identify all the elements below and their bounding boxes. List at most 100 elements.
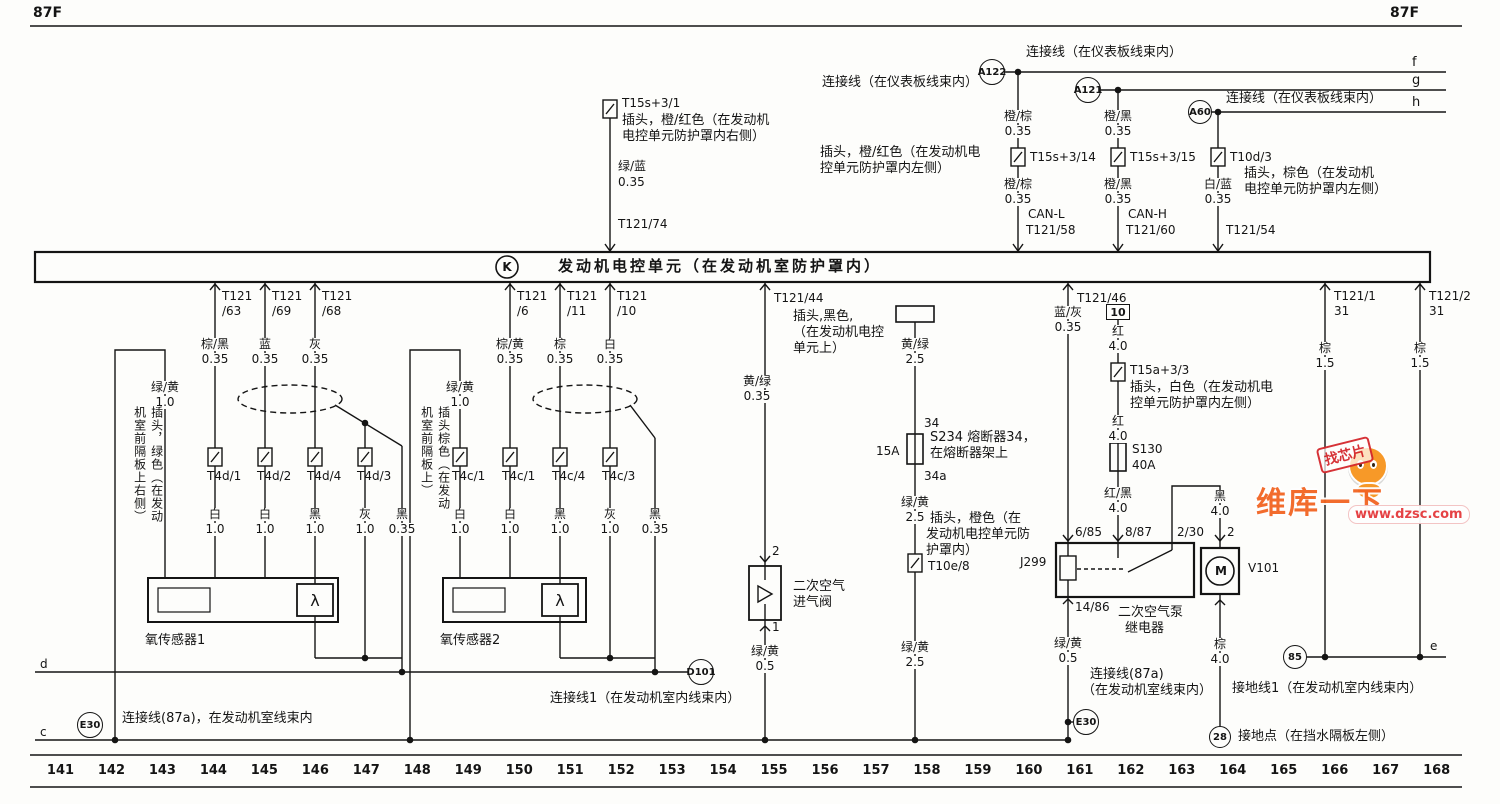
wire-color-label: 绿/黄	[749, 644, 781, 658]
wire-size-label: 0.35	[1003, 192, 1033, 206]
component-name: 二次空气泵	[1118, 605, 1184, 620]
track-number: 148	[403, 763, 431, 778]
track-number: 161	[1066, 763, 1094, 778]
component-name: 进气阀	[793, 595, 833, 610]
component-name: 二次空气	[793, 579, 846, 594]
link-wire-label: （在发动机室线束内）	[1082, 683, 1213, 698]
fuse-s234-wiring	[895, 305, 935, 740]
component-name: 继电器	[1125, 621, 1165, 636]
connector-a121: A121	[1074, 77, 1102, 103]
plug-desc: 发动机电控单元防	[926, 527, 1031, 542]
wire-color-label: 黄/绿	[741, 374, 773, 388]
track-number: 155	[760, 763, 788, 778]
wire-size-label: 0.35	[1203, 192, 1233, 206]
wire-color-label: 白	[207, 507, 223, 521]
connector-label: T4d/1	[207, 469, 242, 483]
track-number: 156	[811, 763, 839, 778]
wire-size-label: 4.0	[1107, 339, 1129, 353]
edge-letter-f: f	[1412, 55, 1417, 70]
wire-color-label: 灰	[602, 507, 618, 521]
plug-desc: 插头，橙色（在	[930, 511, 1022, 526]
plug-desc: 控单元防护罩内左侧）	[1130, 396, 1261, 411]
ground-point-label: 接地点（在挡水隔板左侧）	[1238, 729, 1395, 744]
wire-size-label: 0.35	[495, 352, 525, 366]
arrow-icon	[1214, 599, 1226, 606]
page-marker-left: 87F	[33, 5, 63, 21]
connector-label: T4c/1	[452, 469, 486, 483]
wire-color-label: 棕/黄	[494, 337, 526, 351]
junction-box	[895, 305, 935, 323]
arrow-icon	[759, 625, 771, 632]
connector-label: T4d/2	[257, 469, 292, 483]
terminal-label: 31	[1334, 304, 1350, 318]
track-number: 147	[352, 763, 380, 778]
wire-color-label: 白/蓝	[1202, 177, 1234, 191]
track-number: 165	[1270, 763, 1298, 778]
wire-color-label: 橙/黑	[1102, 109, 1134, 123]
track-number: 157	[862, 763, 890, 778]
connector-label: T4c/4	[552, 469, 586, 483]
wire-size-label: 0.5	[1057, 651, 1079, 665]
wire-size-label: 0.35	[545, 352, 575, 366]
connector-label: T4d/3	[357, 469, 392, 483]
track-number: 142	[97, 763, 126, 778]
wire-size-label: 0.35	[387, 522, 417, 536]
ground-wire-label: 接地线1（在发动机室内线束内）	[1232, 681, 1423, 696]
terminal-label: T121	[567, 289, 598, 303]
wire-color-label: 蓝	[257, 337, 273, 351]
lambda-symbol: λ	[555, 590, 565, 610]
track-number: 149	[454, 763, 482, 778]
track-number: 163	[1168, 763, 1196, 778]
fuse-amp-label: 15A	[876, 444, 900, 458]
track-number: 150	[505, 763, 533, 778]
plug-desc-vertical: 插头棕色（在发动	[436, 406, 451, 510]
terminal-label: T121/1	[1334, 289, 1376, 303]
plug-id: T15s+3/15	[1130, 150, 1196, 164]
track-number: 141	[46, 763, 75, 778]
terminal-label: /11	[567, 304, 587, 318]
plug-id: T10d/3	[1230, 150, 1272, 164]
edge-letter-e: e	[1430, 639, 1438, 653]
sensor2-box	[442, 577, 587, 623]
track-number: 162	[1117, 763, 1145, 778]
plug-id: T10e/8	[928, 559, 970, 573]
connector-icon	[1210, 147, 1226, 167]
arrow-icon	[1012, 243, 1024, 253]
wire-color-label: 黑	[394, 507, 410, 521]
arrow-icon	[1212, 243, 1224, 253]
relay-pin-label: 2/30	[1176, 525, 1205, 539]
terminal-label: /63	[222, 304, 242, 318]
connector-a60: A60	[1188, 100, 1212, 124]
wire-size-label: 0.35	[618, 175, 645, 189]
wire-size-label: 1.0	[449, 522, 471, 536]
track-number: 159	[964, 763, 992, 778]
wire-color-label: 白	[257, 507, 273, 521]
terminal-label: /6	[517, 304, 529, 318]
plug-desc: 插头，棕色（在发动机	[1244, 166, 1375, 181]
terminal-label: T121/54	[1226, 223, 1276, 237]
wire-color-label: 绿/蓝	[618, 159, 647, 173]
shield-ellipse	[532, 384, 638, 414]
plug-id: T15s+3/14	[1030, 150, 1096, 164]
wire-size-label: 2.5	[904, 510, 926, 524]
wire-color-label: 绿/黄	[444, 380, 476, 394]
wire-size-label: 0.35	[300, 352, 330, 366]
plug-desc: 插头，白色（在发动机电	[1130, 380, 1274, 395]
connector-d101: D101	[686, 659, 716, 685]
terminal-label: T121/60	[1126, 223, 1176, 237]
wire-color-label: 黑	[1212, 489, 1228, 503]
terminal-label: /68	[322, 304, 342, 318]
ecu-title: 发动机电控单元（在发动机室防护罩内）	[558, 257, 883, 275]
connector-label: T4c/3	[602, 469, 636, 483]
arrow-icon	[1062, 534, 1074, 543]
wire-size-label: 1.0	[204, 522, 226, 536]
wire-color-label: 白	[452, 507, 468, 521]
bus-link-label: 连接线（在仪表板线束内）	[1026, 45, 1183, 60]
bus-name-label: CAN-L	[1028, 207, 1065, 221]
plug-desc: 插头，橙/红色（在发动机电	[820, 145, 981, 160]
fuse-label: 在熔断器架上	[930, 446, 1009, 461]
component-name: 氧传感器1	[145, 633, 206, 648]
plug-desc: 插头，橙/红色（在发动机	[622, 113, 770, 128]
relay-pin-label: 14/86	[1074, 600, 1111, 614]
